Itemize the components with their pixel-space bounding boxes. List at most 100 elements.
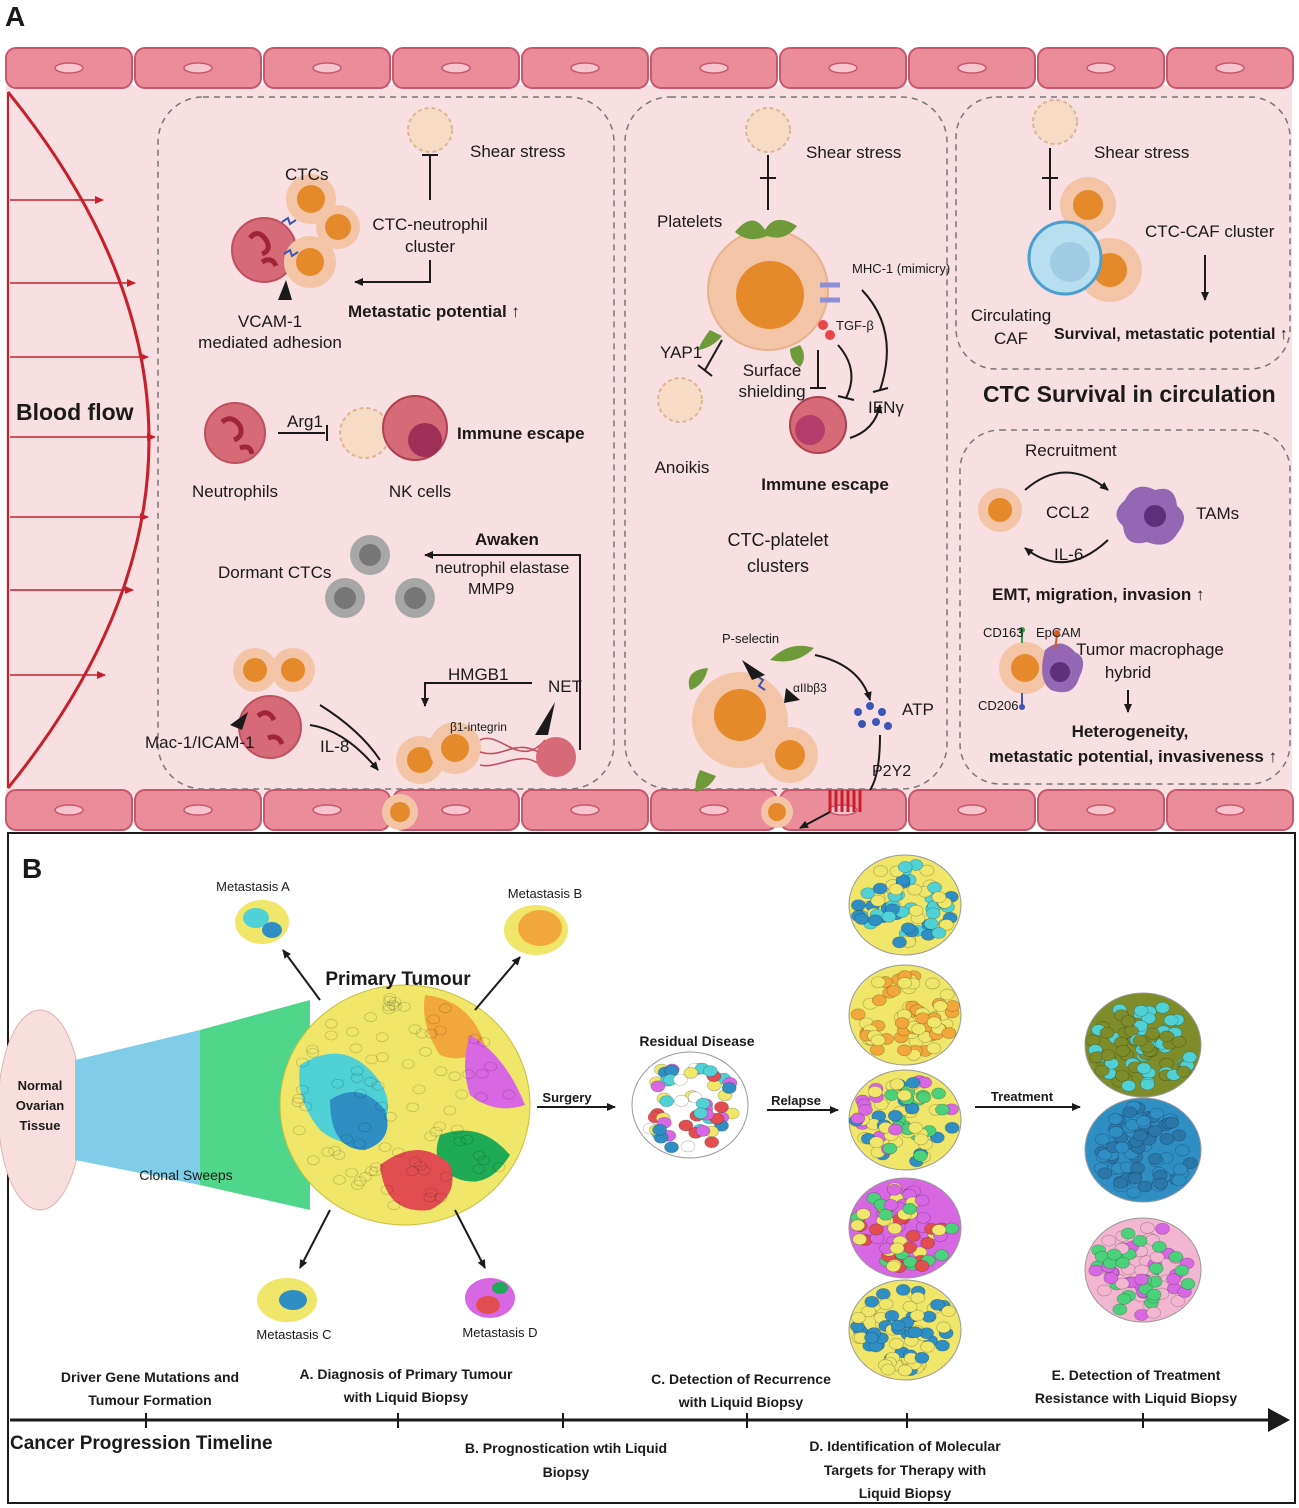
relapse-cluster (848, 1069, 962, 1171)
stage-d-2: Targets for Therapy with (824, 1462, 986, 1478)
tumour-cell (704, 1136, 720, 1149)
blood-flow-profile (6, 91, 156, 789)
tumour-cell (867, 1085, 883, 1098)
tumour-cell (935, 1339, 950, 1352)
tumour-cell (944, 1222, 960, 1235)
tumour-cell (1183, 1157, 1198, 1169)
tumour-cell (939, 919, 954, 931)
tumour-cell (873, 865, 888, 877)
tumour-cell (900, 922, 916, 935)
primary-tumour-label: Primary Tumour (325, 969, 471, 990)
dormant-ctcs (325, 535, 435, 618)
tumour-cell (1097, 1148, 1113, 1161)
tumour-cell (1148, 1262, 1164, 1275)
tumour-cell (931, 891, 947, 904)
timeline-ticks (145, 1413, 1144, 1428)
tumour-cell (1180, 1278, 1196, 1290)
mhc-receptors (818, 282, 840, 340)
tumour-cell (1146, 1288, 1162, 1301)
tumour-cell (693, 1107, 709, 1120)
clusters-label: clusters (747, 556, 809, 576)
tumour-cell (1155, 1001, 1170, 1014)
mhc1-label: MHC-1 (mimicry) (852, 261, 950, 276)
elastase-label: neutrophil elastase (435, 560, 569, 577)
box-platelet (624, 96, 948, 790)
endothelial-cell (5, 789, 133, 831)
endothelial-cell (521, 47, 649, 89)
tumour-cell (878, 1298, 894, 1310)
tumour-cell (892, 936, 907, 949)
relapse-cluster (848, 854, 962, 956)
tumour-cell (1147, 1125, 1163, 1137)
endothelial-cell (5, 47, 133, 89)
tumour-cell (1159, 1030, 1174, 1043)
hybrid-label-1: Tumor macrophage (1076, 640, 1224, 659)
tumour-cell (886, 1260, 901, 1273)
ctc-platelet-label: CTC-platelet (727, 530, 828, 550)
endothelial-cell (650, 789, 778, 831)
tumour-cell (659, 1095, 675, 1108)
treatment-cluster (1084, 1217, 1202, 1323)
tumour-cell (1164, 1116, 1180, 1129)
stage-driver-2: Tumour Formation (88, 1392, 211, 1408)
tumour-cell (714, 1101, 729, 1113)
tumour-cell (878, 1208, 894, 1221)
tumour-cell (889, 1242, 905, 1255)
tumour-cell (650, 1080, 666, 1093)
endothelial-cell (392, 47, 520, 89)
tumour-cell (897, 1044, 912, 1057)
tumour-cell (916, 1211, 931, 1224)
caf-label: CAF (994, 329, 1028, 348)
tumour-cell (869, 1136, 884, 1149)
mac1-cluster (233, 648, 315, 759)
tumour-cell (1147, 1153, 1163, 1165)
tumour-cell (850, 1112, 866, 1125)
tumour-cell (902, 1241, 918, 1254)
timeline-arrowhead (1268, 1408, 1290, 1432)
tumour-cell (919, 864, 935, 877)
tumour-cell (932, 1000, 948, 1012)
hmgb1-label: HMGB1 (448, 665, 508, 684)
shear-stress-label-3: Shear stress (1094, 143, 1189, 162)
tumour-cell (941, 1027, 957, 1039)
tumour-cell (860, 887, 876, 900)
arg1-label: Arg1 (287, 412, 323, 431)
p2y2-receptor (828, 790, 862, 812)
tumour-cell (1097, 1167, 1113, 1180)
tumour-cell (1182, 1051, 1198, 1064)
tumour-cell (905, 1077, 921, 1089)
tumour-cell (1120, 1227, 1136, 1240)
tumour-cell (1134, 1309, 1149, 1321)
tumour-cell (851, 1311, 866, 1324)
tumour-cell (931, 1087, 946, 1100)
tumour-cell (721, 1082, 737, 1094)
tumour-cell (1085, 1034, 1101, 1047)
endothelial-cell (521, 789, 649, 831)
endothelial-cell (650, 47, 778, 89)
blood-flow-label: Blood flow (16, 399, 134, 425)
mmp9-label: MMP9 (468, 581, 514, 598)
box-macrophage (959, 429, 1291, 785)
clonal-sweep-green (200, 1000, 310, 1210)
net-label: NET (548, 677, 582, 696)
tumour-cell (1101, 1234, 1117, 1247)
anoikis-cell (657, 377, 703, 423)
normal-label-3: Tissue (20, 1118, 61, 1133)
anoikis-label: Anoikis (655, 458, 710, 477)
stage-b-1: B. Prognostication wtih Liquid (465, 1440, 667, 1456)
circulating-label: Circulating (971, 306, 1051, 325)
endothelial-cell (263, 47, 391, 89)
metastasis-d-cluster (465, 1278, 515, 1318)
neutrophil-cell (204, 402, 266, 464)
shear-stress-label-2: Shear stress (806, 143, 901, 162)
immune-cell-2 (789, 396, 847, 454)
ctc-neutrophil-label: CTC-neutrophil (372, 215, 487, 234)
tams-label: TAMs (1196, 504, 1239, 523)
b1-integrin-label: β1-integrin (450, 720, 507, 734)
clonal-sweeps-label: Clonal Sweeps (139, 1167, 232, 1183)
neutrophils-label: Neutrophils (192, 482, 278, 501)
tumour-cell (886, 984, 902, 997)
tumour-cell (1170, 1295, 1186, 1307)
tumour-cell (683, 1067, 699, 1079)
